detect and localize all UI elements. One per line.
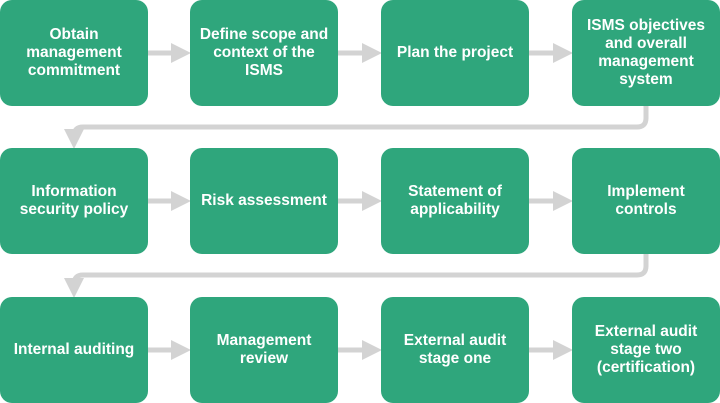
step-label: Statement of applicability: [408, 183, 502, 218]
step-risk-assessment: Risk assessment: [190, 148, 338, 254]
step-define-scope: Define scope and context of the ISMS: [190, 0, 338, 106]
step-label: Risk assessment: [201, 192, 327, 209]
step-label: Internal auditing: [13, 341, 135, 358]
step-obtain-management-commitment: Obtain management commitment: [0, 0, 148, 106]
step-label: ISMS objectives and overall management s…: [586, 17, 705, 88]
step-label: Management review: [216, 332, 312, 367]
step-label: External audit stage one: [403, 332, 507, 367]
step-plan-project: Plan the project: [381, 0, 529, 106]
step-isms-objectives: ISMS objectives and overall management s…: [572, 0, 720, 106]
step-label: Information security policy: [19, 183, 129, 218]
step-label: External audit stage two (certification): [594, 323, 698, 376]
step-label: Obtain management commitment: [26, 26, 122, 79]
step-external-audit-stage-one: External audit stage one: [381, 297, 529, 403]
step-implement-controls: Implement controls: [572, 148, 720, 254]
arrow-8-9: [64, 254, 649, 298]
step-external-audit-stage-two: External audit stage two (certification): [572, 297, 720, 403]
step-information-security-policy: Information security policy: [0, 148, 148, 254]
step-label: Define scope and context of the ISMS: [199, 26, 329, 79]
step-internal-auditing: Internal auditing: [0, 297, 148, 403]
step-management-review: Management review: [190, 297, 338, 403]
step-label: Implement controls: [607, 183, 685, 218]
arrow-4-5: [64, 106, 649, 149]
step-label: Plan the project: [396, 44, 514, 61]
step-statement-of-applicability: Statement of applicability: [381, 148, 529, 254]
